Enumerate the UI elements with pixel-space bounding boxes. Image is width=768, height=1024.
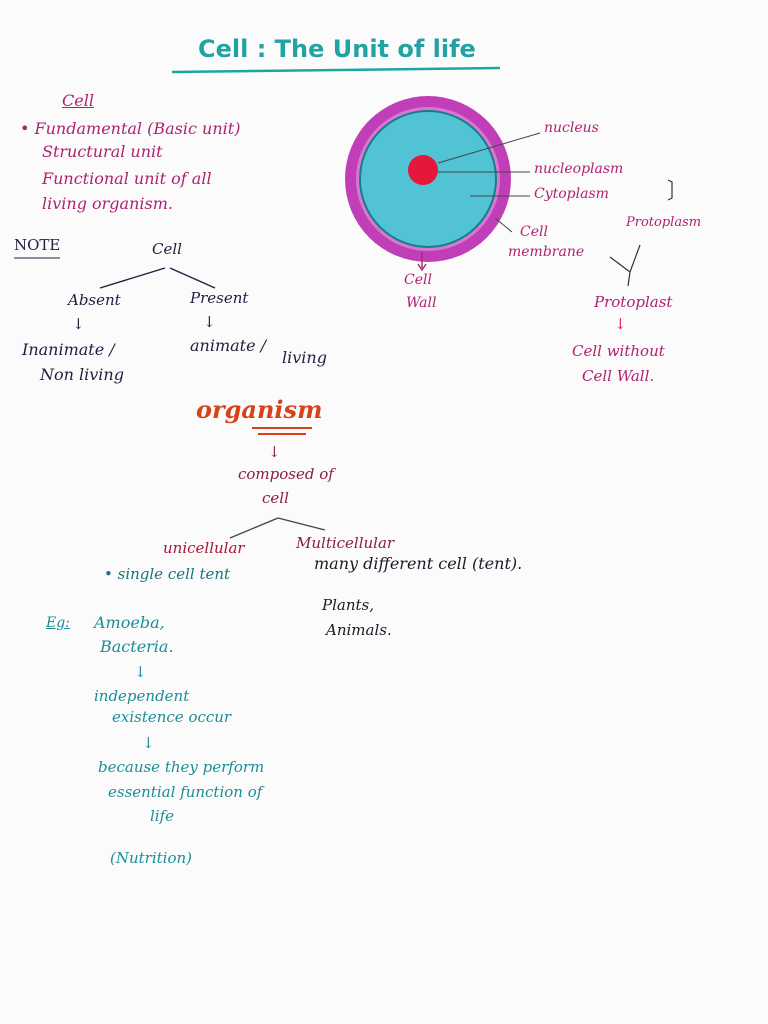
label-cell-without-1: Cell without	[572, 342, 665, 360]
label-nucleoplasm: nucleoplasm	[534, 161, 624, 177]
single-cell-text: • single cell tent	[104, 565, 231, 583]
nutrition-text: (Nutrition)	[110, 849, 193, 867]
cell-membrane-ring	[356, 107, 500, 251]
definition-line-3: Functional unit of all	[42, 169, 212, 188]
definition-line-2: Structural unit	[42, 142, 163, 161]
definition-line-4: living organism.	[42, 194, 173, 213]
label-cytoplasm: Cytoplasm	[534, 186, 609, 202]
note-left-result-1: Inanimate /	[22, 340, 115, 359]
because-line-2: essential function of	[108, 783, 263, 801]
definition-heading: Cell	[62, 91, 94, 110]
note-right-arrow: ↓	[203, 313, 216, 331]
many-cell-text: many different cell (tent).	[314, 554, 523, 573]
example-arrow-2: ↓	[142, 734, 155, 752]
cytoplasm-area	[359, 110, 497, 248]
cell-wall-ring	[345, 96, 511, 262]
example-arrow-1: ↓	[134, 663, 147, 681]
note-tree-left-line	[99, 267, 166, 289]
because-line-3: life	[150, 807, 175, 825]
composed-of-1: composed of	[238, 465, 334, 483]
definition-line-1: • Fundamental (Basic unit)	[20, 119, 241, 138]
label-cell-wall-2: Wall	[406, 295, 437, 311]
label-cell-wall-1: Cell	[404, 272, 432, 288]
organism-tree-left-line	[229, 517, 279, 539]
note-left-branch: Absent	[68, 291, 121, 309]
label-nucleus: nucleus	[544, 120, 599, 136]
composed-of-2: cell	[262, 489, 289, 507]
note-root: Cell	[152, 240, 182, 258]
example-label: Eg:	[46, 615, 70, 631]
note-left-arrow: ↓	[72, 315, 85, 333]
title-underline	[171, 66, 501, 74]
note-right-result-2: living	[282, 348, 327, 367]
example-bacteria: Bacteria.	[100, 637, 174, 656]
organism-heading: organism	[196, 395, 323, 424]
organism-tree-right-line	[277, 517, 326, 531]
multicellular-label: Multicellular	[296, 534, 395, 552]
note-tree-right-line	[169, 267, 216, 289]
note-left-result-2: Non living	[40, 365, 124, 384]
because-line-1: because they perform	[98, 758, 265, 776]
note-label: NOTE	[14, 236, 61, 254]
label-protoplast: Protoplast	[594, 293, 673, 311]
note-right-branch: Present	[190, 289, 249, 307]
animals-text: Animals.	[326, 621, 392, 639]
label-protoplasm: Protoplasm	[626, 215, 702, 230]
protoplast-arrow: ↓	[614, 315, 627, 333]
label-membrane-2: membrane	[508, 244, 585, 260]
label-membrane-1: Cell	[520, 224, 548, 240]
independent-line-1: independent	[94, 687, 190, 705]
organism-arrow: ↓	[268, 443, 281, 461]
unicellular-label: unicellular	[163, 539, 245, 557]
nucleus-dot	[408, 155, 438, 185]
note-right-result-1: animate /	[190, 336, 267, 355]
plants-text: Plants,	[322, 596, 374, 614]
page-title: Cell : The Unit of life	[198, 35, 476, 63]
label-cell-without-2: Cell Wall.	[582, 367, 655, 385]
independent-line-2: existence occur	[112, 708, 232, 726]
example-amoeba: Amoeba,	[94, 613, 165, 632]
